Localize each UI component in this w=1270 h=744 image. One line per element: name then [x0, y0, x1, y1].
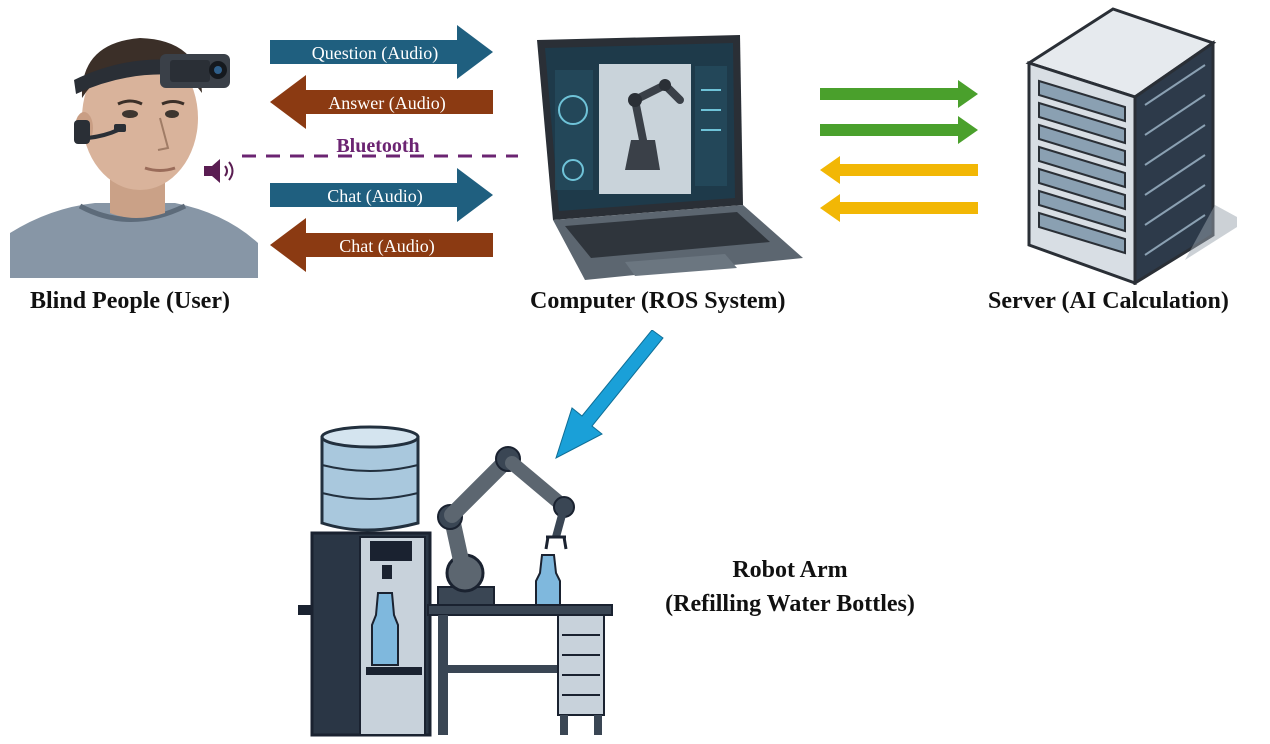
computer-illustration — [537, 35, 803, 280]
user-caption: Blind People (User) — [30, 288, 230, 314]
answer-label: Answer (Audio) — [328, 93, 445, 114]
speaker-icon — [204, 159, 234, 183]
bluetooth-label: Bluetooth — [336, 135, 419, 157]
computer-robot-arrow — [555, 330, 664, 460]
robot-arm-illustration — [298, 425, 613, 737]
yellow-arrow-2 — [820, 194, 978, 222]
yellow-arrow-1 — [820, 156, 978, 184]
green-arrow-2 — [820, 116, 978, 144]
user-illustration — [10, 38, 258, 278]
user-computer-arrows: Question (Audio) Answer (Audio) Bluetoot… — [270, 25, 493, 272]
chat-out-arrow: Chat (Audio) — [270, 168, 493, 222]
green-arrow-1 — [820, 80, 978, 108]
answer-arrow: Answer (Audio) — [270, 75, 493, 129]
robot-caption: Robot Arm (Refilling Water Bottles) — [640, 553, 940, 621]
chat-in-label: Chat (Audio) — [339, 236, 434, 257]
chat-in-arrow: Chat (Audio) — [270, 218, 493, 272]
server-caption: Server (AI Calculation) — [988, 288, 1229, 314]
robot-caption-line1: Robot Arm — [732, 557, 848, 583]
robot-caption-line2: (Refilling Water Bottles) — [665, 591, 915, 617]
bluetooth-line — [242, 154, 518, 158]
computer-caption: Computer (ROS System) — [530, 288, 786, 314]
server-illustration — [1025, 7, 1237, 285]
chat-out-label: Chat (Audio) — [327, 186, 422, 207]
question-label: Question (Audio) — [312, 43, 438, 64]
question-arrow: Question (Audio) — [270, 25, 493, 79]
computer-server-arrows — [820, 80, 978, 222]
